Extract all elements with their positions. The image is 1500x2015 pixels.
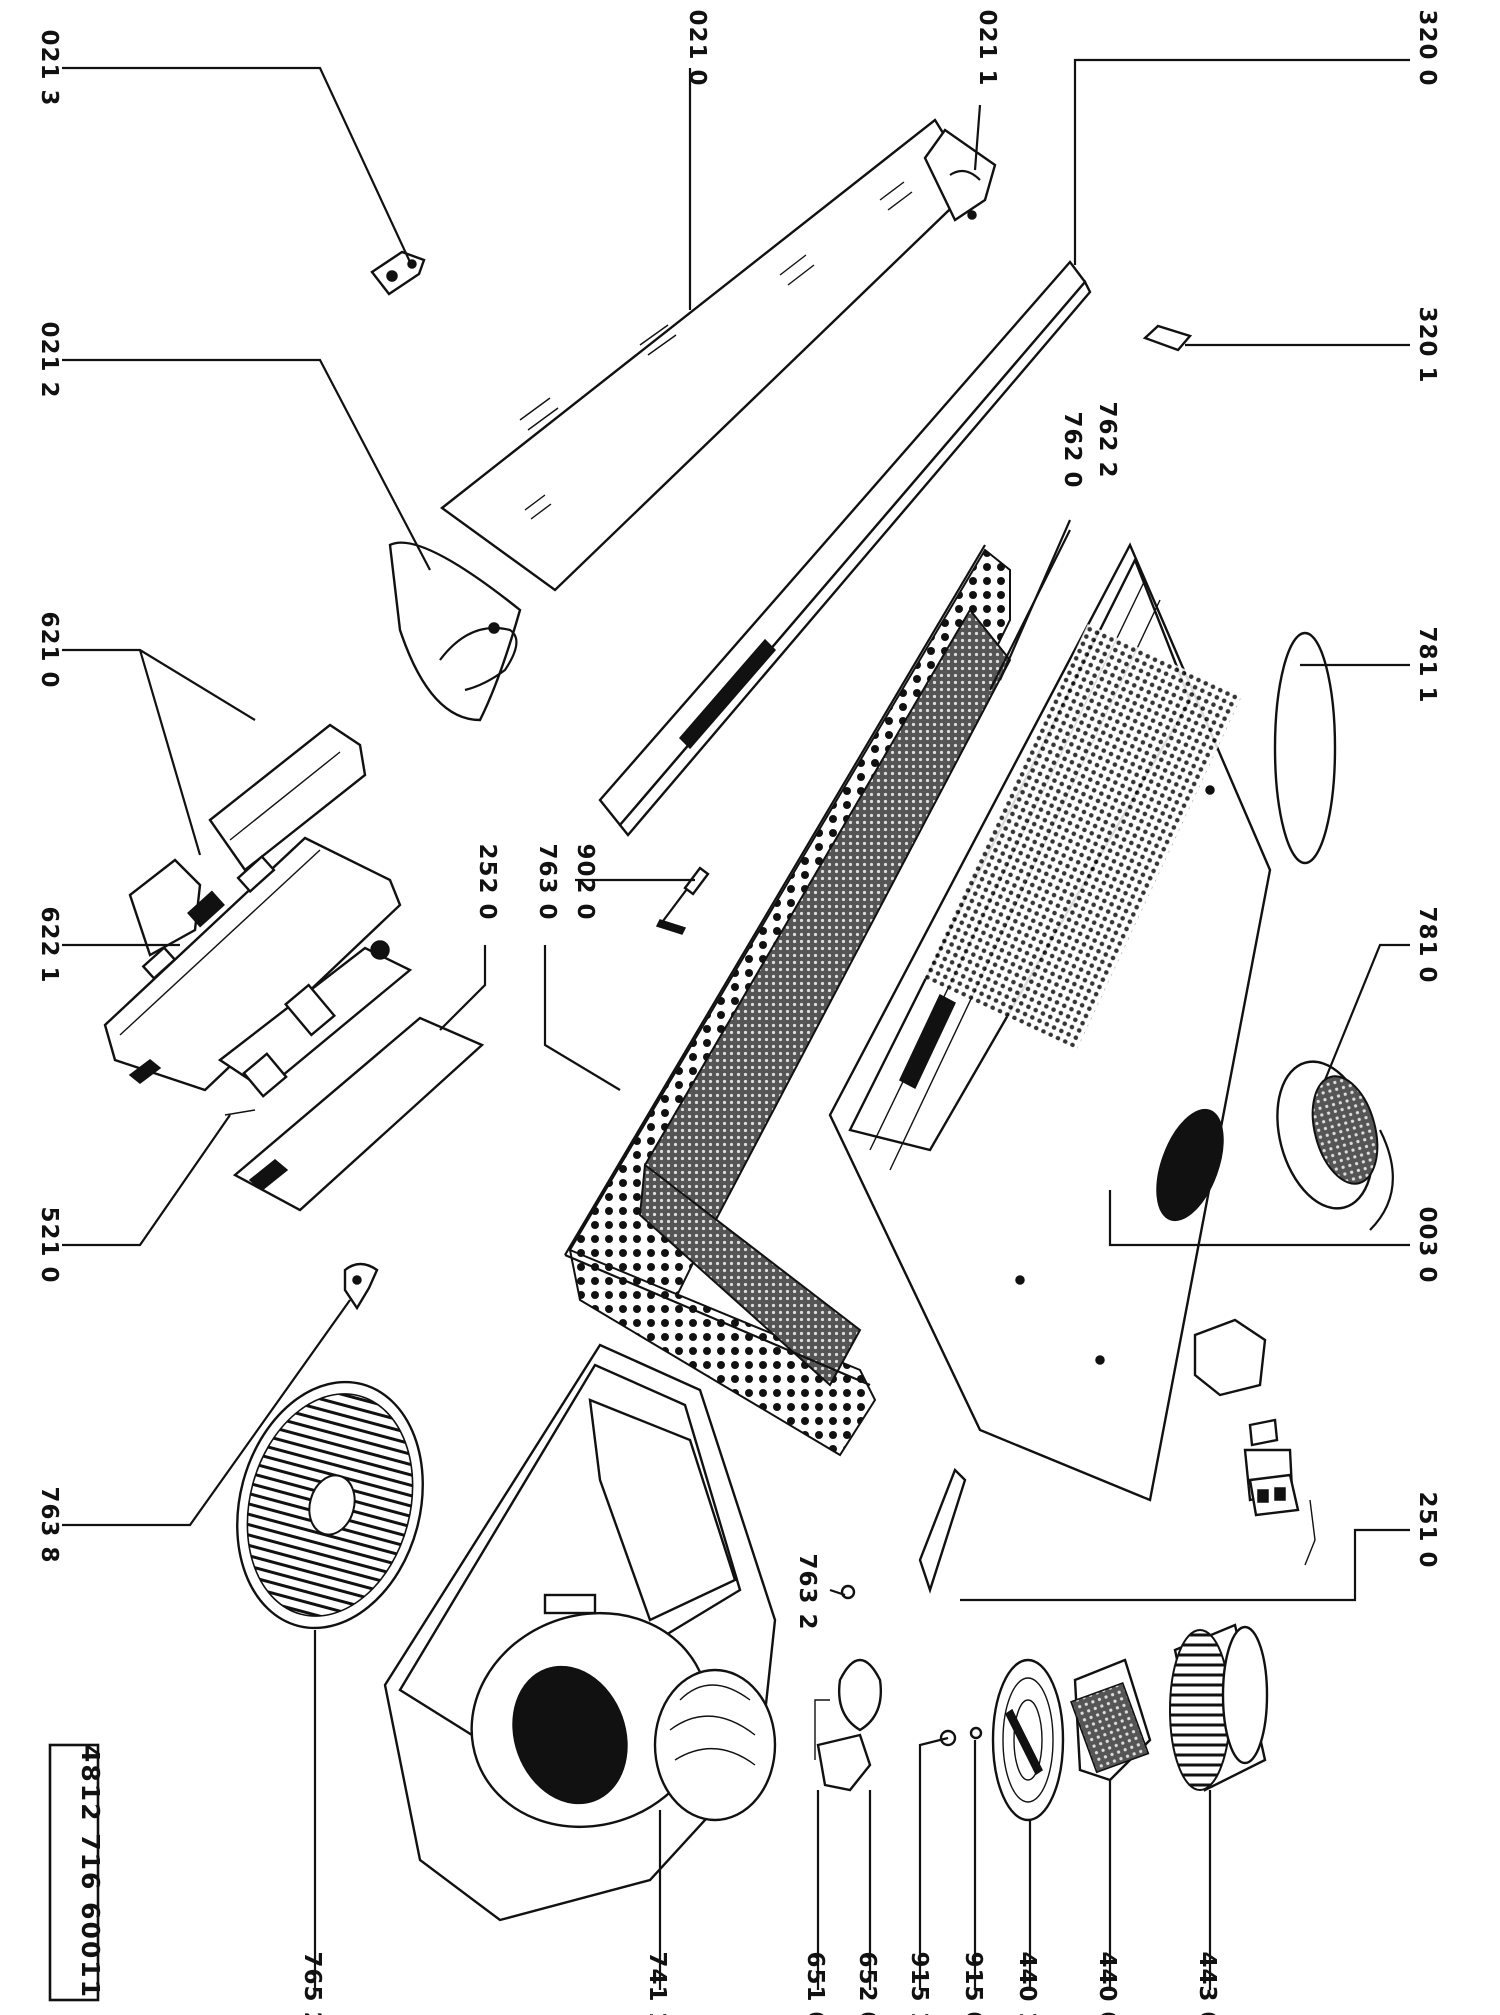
part-number-text: 443 0 bbox=[1194, 1951, 1220, 2015]
fan-housing-7411 bbox=[383, 1343, 777, 1922]
part-label-6510: 651 0 bbox=[802, 1951, 828, 2015]
document-code: 4812 716 60011 bbox=[76, 1745, 105, 1999]
part-number-text: 521 0 bbox=[36, 1206, 62, 1283]
part-label-4430: 443 0 bbox=[1194, 1951, 1220, 2015]
part-label-0030: 003 0 bbox=[1414, 1206, 1440, 1283]
fan-wheel-4430 bbox=[1169, 1623, 1269, 1792]
bracket-part-0211 bbox=[923, 128, 997, 222]
part-number-text: 021 3 bbox=[36, 29, 62, 106]
part-label-7411: 741 1 bbox=[644, 1951, 670, 2015]
hood-body-0030 bbox=[828, 542, 1272, 1502]
clip-part-7638 bbox=[343, 1262, 379, 1311]
part-number-text: 765 2 bbox=[299, 1951, 325, 2015]
nut-part-9150 bbox=[969, 1726, 983, 1740]
part-label-7652: 765 2 bbox=[299, 1951, 325, 2015]
filter-frame-7630 bbox=[564, 544, 1012, 1457]
part-label-7638: 763 8 bbox=[36, 1486, 62, 1563]
part-label-2510: 251 0 bbox=[1414, 1491, 1440, 1568]
part-label-4400: 440 0 bbox=[1094, 1951, 1120, 2015]
small-plate-3201 bbox=[1142, 324, 1193, 352]
pin-part-9020 bbox=[655, 866, 710, 935]
part-number-text: 251 0 bbox=[1414, 1491, 1440, 1568]
part-number-text: 021 1 bbox=[974, 9, 1000, 86]
part-label-7810: 781 0 bbox=[1414, 906, 1440, 983]
part-number-text: 762 0 bbox=[1059, 411, 1085, 488]
part-number-text: 622 1 bbox=[36, 906, 62, 983]
connector-5210 bbox=[224, 1109, 256, 1116]
lamp-socket-6510 bbox=[814, 1659, 882, 1792]
part-label-0210: 021 0 bbox=[684, 9, 710, 86]
electrical-parts-2510 bbox=[918, 1318, 1316, 1594]
part-number-text: 915 1 bbox=[906, 1951, 932, 2015]
part-number-text: 762 2 bbox=[1094, 401, 1120, 478]
document-code-box: 4812 716 60011 bbox=[48, 1743, 105, 2002]
part-number-text: 781 0 bbox=[1414, 906, 1440, 983]
fan-motor-4400 bbox=[1070, 1658, 1152, 1782]
part-label-0212: 021 2 bbox=[36, 321, 62, 398]
part-label-9151: 915 1 bbox=[906, 1951, 932, 2015]
part-label-7630: 763 0 bbox=[534, 843, 560, 920]
part-label-4401: 440 1 bbox=[1014, 1951, 1040, 2015]
part-label-5210: 521 0 bbox=[36, 1206, 62, 1283]
part-number-text: 252 0 bbox=[474, 843, 500, 920]
part-number-text: 440 0 bbox=[1094, 1951, 1120, 2015]
lamp-fixture-7810 bbox=[1276, 1060, 1394, 1231]
part-number-text: 652 0 bbox=[854, 1951, 880, 2015]
part-number-text: 320 0 bbox=[1414, 9, 1440, 86]
part-label-7811: 781 1 bbox=[1414, 626, 1440, 703]
fan-grille-4401 bbox=[991, 1658, 1065, 1822]
part-label-7622: 762 2 bbox=[1094, 401, 1120, 478]
front-strip-3200 bbox=[598, 260, 1092, 837]
part-label-0213: 021 3 bbox=[36, 29, 62, 106]
part-number-text: 902 0 bbox=[572, 843, 598, 920]
part-label-7620: 762 0 bbox=[1059, 411, 1085, 488]
part-number-text: 915 0 bbox=[960, 1951, 986, 2015]
part-number-text: 763 2 bbox=[794, 1553, 820, 1630]
part-label-2520: 252 0 bbox=[474, 843, 500, 920]
leader-lines bbox=[62, 58, 1410, 1990]
part-label-6210: 621 0 bbox=[36, 611, 62, 688]
part-label-7632: 763 2 bbox=[794, 1553, 820, 1630]
part-label-3201: 320 1 bbox=[1414, 306, 1440, 383]
part-number-text: 651 0 bbox=[802, 1951, 828, 2015]
lamp-board-2520 bbox=[217, 940, 485, 1212]
part-number-text: 021 0 bbox=[684, 9, 710, 86]
screw-part-7632 bbox=[840, 1584, 856, 1600]
part-number-text: 320 1 bbox=[1414, 306, 1440, 383]
end-cap-0212 bbox=[388, 541, 522, 722]
carbon-filter-7652 bbox=[236, 1380, 424, 1630]
part-number-text: 003 0 bbox=[1414, 1206, 1440, 1283]
part-number-text: 781 1 bbox=[1414, 626, 1440, 703]
lamp-lens-7811 bbox=[1273, 631, 1337, 865]
part-label-9020: 902 0 bbox=[572, 843, 598, 920]
bracket-set-6210 bbox=[128, 723, 367, 957]
part-number-text: 763 0 bbox=[534, 843, 560, 920]
part-number-text: 621 0 bbox=[36, 611, 62, 688]
clip-part-0213 bbox=[370, 250, 426, 296]
part-label-6520: 652 0 bbox=[854, 1951, 880, 2015]
part-number-text: 021 2 bbox=[36, 321, 62, 398]
part-label-9150: 915 0 bbox=[960, 1951, 986, 2015]
part-label-6221: 622 1 bbox=[36, 906, 62, 983]
part-label-3200: 320 0 bbox=[1414, 9, 1440, 86]
control-panel-6221 bbox=[103, 836, 402, 1092]
part-label-0211: 021 1 bbox=[974, 9, 1000, 86]
part-number-text: 741 1 bbox=[644, 1951, 670, 2015]
part-number-text: 440 1 bbox=[1014, 1951, 1040, 2015]
part-number-text: 763 8 bbox=[36, 1486, 62, 1563]
